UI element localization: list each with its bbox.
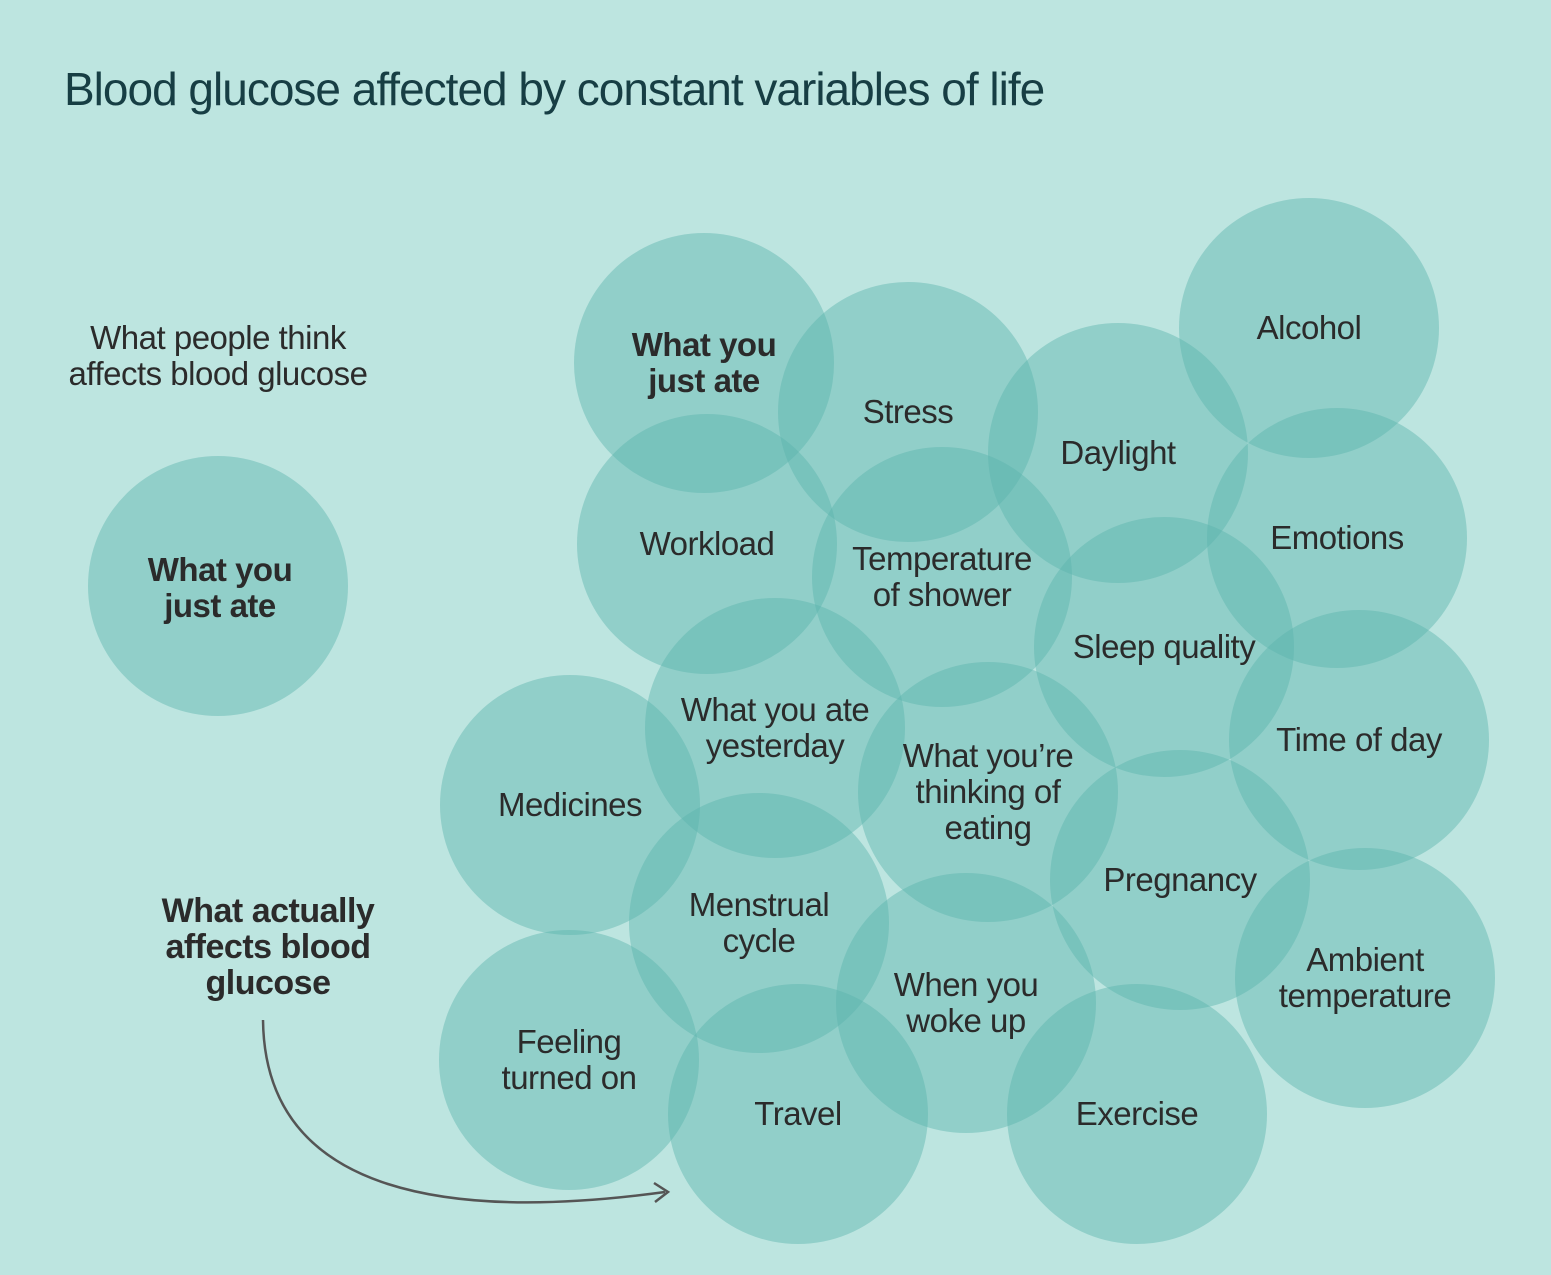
arrow-line	[261, 1019, 666, 1204]
bubble-label-daylight: Daylight	[1060, 434, 1176, 471]
think-caption: What people think affects blood glucose	[68, 319, 368, 392]
bubble-what-you-just-ate	[574, 233, 834, 493]
bubble-temperature-of-shower	[812, 447, 1072, 707]
bubble-label-workload: Workload	[639, 525, 775, 562]
bubble-what-you-ate-yesterday	[645, 598, 905, 858]
bubble-time-of-day	[1229, 610, 1489, 870]
bubble-ambient-temperature	[1235, 848, 1495, 1108]
bubble-alcohol	[1179, 198, 1439, 458]
page-title: Blood glucose affected by constant varia…	[64, 63, 1045, 115]
bubble-feeling-turned-on	[439, 930, 699, 1190]
bubble-workload	[577, 414, 837, 674]
bubble-stress	[778, 282, 1038, 542]
bubble-label-exercise: Exercise	[1075, 1095, 1199, 1132]
bubble-label-pregnancy: Pregnancy	[1103, 861, 1257, 898]
bubble-label-time-of-day: Time of day	[1276, 721, 1442, 758]
bubble-daylight	[988, 323, 1248, 583]
bubble-medicines	[440, 675, 700, 935]
bubble-what-youre-thinking-of-eating	[858, 662, 1118, 922]
bubble-label-emotions: Emotions	[1270, 519, 1404, 556]
bubble-when-you-woke-up	[836, 873, 1096, 1133]
bubble-label-alcohol: Alcohol	[1256, 309, 1362, 346]
bubble-exercise	[1007, 984, 1267, 1244]
bubble-sleep-quality	[1034, 517, 1294, 777]
actual-caption: What actually affects blood glucose	[161, 892, 375, 1002]
bubble-single-what-you-just-ate	[88, 456, 348, 716]
bubble-travel	[668, 984, 928, 1244]
bubble-label-travel: Travel	[754, 1095, 842, 1132]
bubble-pregnancy	[1050, 750, 1310, 1010]
arrow-head	[653, 1181, 671, 1203]
bubble-label-medicines: Medicines	[497, 786, 643, 823]
bubble-label-sleep-quality: Sleep quality	[1072, 628, 1256, 665]
bubble-menstrual-cycle	[629, 793, 889, 1053]
bubble-emotions	[1207, 408, 1467, 668]
bubble-label-stress: Stress	[862, 393, 954, 430]
